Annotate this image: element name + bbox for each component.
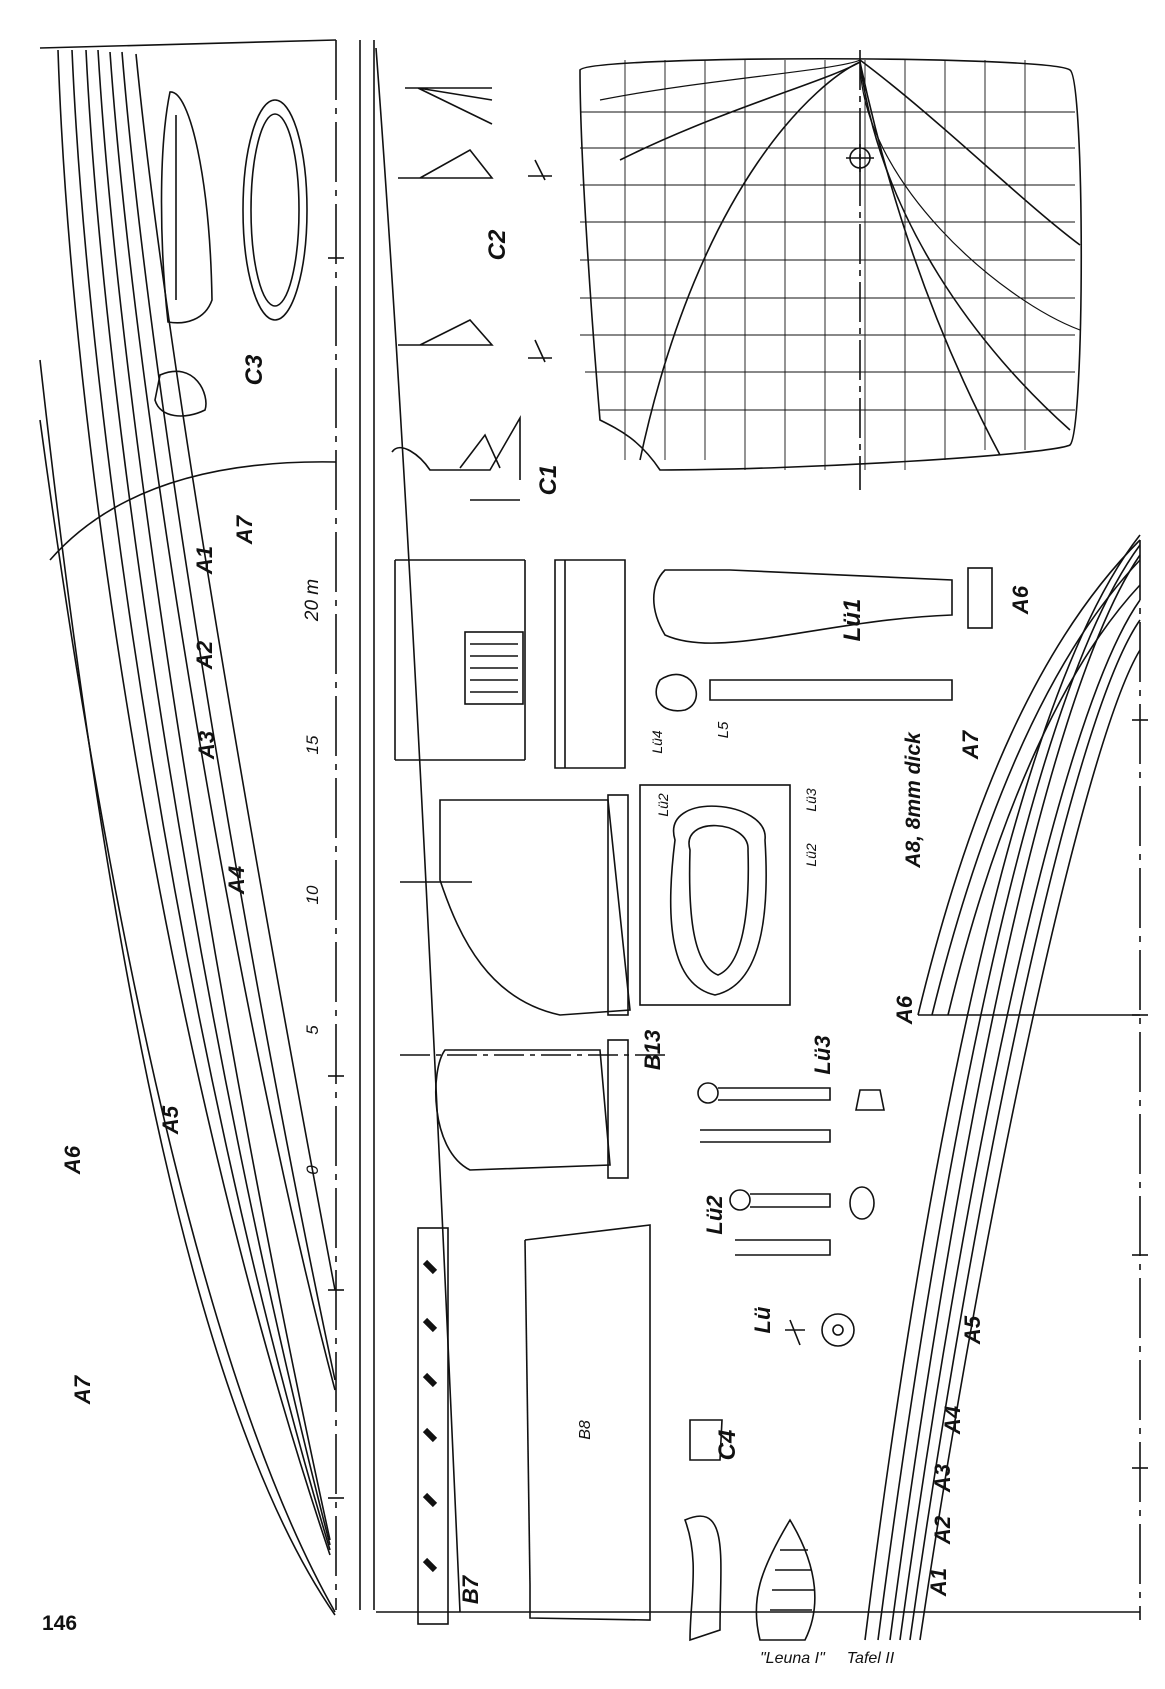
hatch-top-view — [639, 784, 791, 1006]
label-a3-left: A3 — [194, 731, 219, 760]
label-a7-left: A7 — [70, 1374, 95, 1405]
label-a7-right: A7 — [958, 729, 983, 760]
deckhouse-side-drawing — [400, 794, 631, 1016]
label-c1: C1 — [535, 465, 562, 496]
c1-davit-part — [391, 415, 521, 501]
caption-model: "Leuna I" — [760, 1650, 825, 1667]
label-b13: B13 — [640, 1030, 665, 1070]
label-c3: C3 — [241, 354, 268, 385]
middle-hull-edge — [375, 47, 461, 1613]
label-b7: B7 — [458, 1574, 483, 1604]
label-a6-right-top: A6 — [1008, 585, 1033, 615]
scale-ticks — [328, 257, 344, 1499]
page-number: 146 — [42, 1612, 78, 1635]
label-lu2-left: Lü2 — [655, 793, 671, 817]
railing-frame-drawing — [394, 559, 626, 769]
sheet-caption: "Leuna I" Tafel II — [760, 1650, 894, 1668]
label-a2-right: A2 — [930, 1515, 955, 1545]
label-a5-left: A5 — [158, 1105, 183, 1135]
label-a8: A8, 8mm dick — [902, 731, 925, 869]
left-panel-top-rule — [39, 39, 337, 49]
label-c2: C2 — [484, 229, 511, 260]
caption-sheet: Tafel II — [846, 1650, 895, 1667]
ventilator-pieces — [697, 1082, 885, 1347]
c2-davit-parts — [398, 87, 552, 363]
label-lu3: Lü3 — [810, 1035, 835, 1074]
label-a5-right: A5 — [960, 1315, 985, 1345]
hull-plank-curves-left — [39, 49, 336, 1616]
label-a7-sheer: A7 — [232, 514, 257, 545]
label-lu1: Lü1 — [839, 599, 866, 642]
label-l5: L5 — [715, 721, 732, 738]
deckhouse-front-drawing — [400, 1039, 670, 1179]
label-lu2-right: Lü2 — [803, 843, 819, 867]
label-a2-left: A2 — [192, 640, 217, 670]
label-a6-left: A6 — [60, 1145, 85, 1175]
c4-boat-drawing — [683, 1419, 816, 1642]
right-axis-ticks — [1132, 719, 1148, 1469]
sheer-arc-a7 — [49, 461, 337, 561]
scale-tick-15: 15 — [303, 735, 322, 754]
label-a3-right: A3 — [930, 1464, 955, 1493]
hull-plank-curves-right — [864, 534, 1141, 1641]
scale-tick-10: 10 — [303, 885, 322, 904]
label-a1-right: A1 — [926, 1568, 951, 1597]
label-a4-right: A4 — [940, 1406, 965, 1435]
boat-c3-drawing — [154, 91, 308, 417]
scale-tick-5: 5 — [303, 1025, 322, 1035]
label-a1-left: A1 — [192, 546, 217, 575]
label-lu: Lü — [750, 1306, 775, 1333]
label-a6-right: A6 — [892, 995, 917, 1025]
lu1-ventilator-drawing — [653, 567, 993, 712]
scale-tick-0: 0 — [303, 1165, 322, 1175]
body-plan-grid — [579, 50, 1083, 490]
label-a4-left: A4 — [224, 866, 249, 895]
scale-unit-label: 20 m — [302, 579, 323, 622]
label-lu4: Lü4 — [649, 730, 665, 754]
label-b8: B8 — [577, 1420, 594, 1440]
b7-b8-drawing — [417, 1224, 651, 1625]
label-c4: C4 — [714, 1430, 741, 1461]
label-lu2: Lü2 — [702, 1195, 727, 1235]
label-lu3-top: Lü3 — [803, 788, 819, 812]
